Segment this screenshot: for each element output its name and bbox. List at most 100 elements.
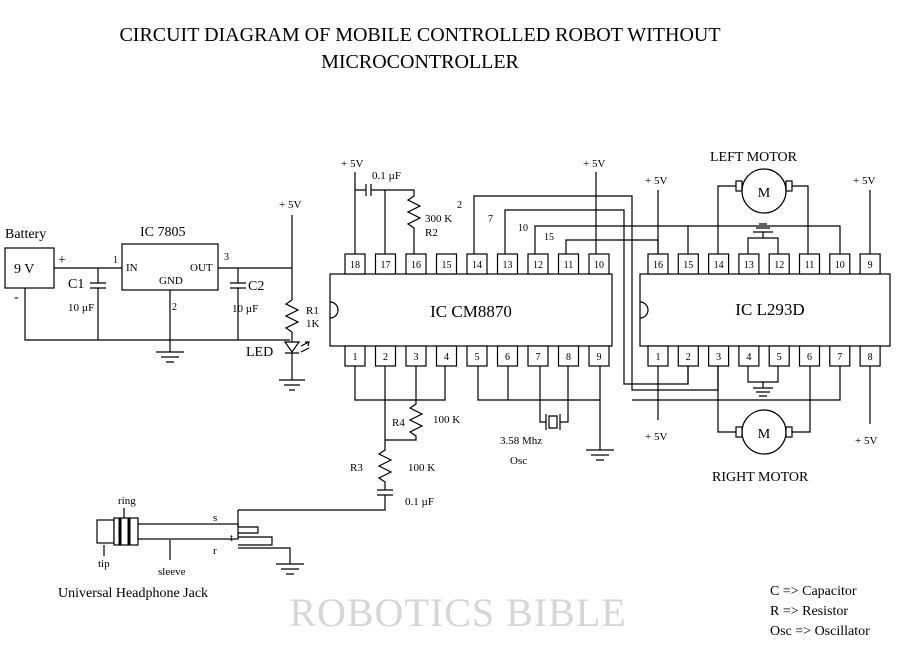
ic-cm8870-notch: [329, 301, 339, 319]
left-motor-symbol: M: [758, 186, 771, 201]
right-motor-terminal-b: [785, 426, 793, 438]
diagram-title-line1: CIRCUIT DIAGRAM OF MOBILE CONTROLLED ROB…: [119, 24, 720, 46]
c1-value: 10 µF: [68, 302, 94, 314]
r4-label: R4: [392, 417, 405, 429]
vcc-label-supply: + 5V: [279, 199, 301, 211]
cm8870-pin-5: [466, 345, 488, 367]
wire-input-bus: [354, 366, 446, 401]
crystal-osc: [545, 414, 561, 430]
l293d-pin-label-1: 1: [656, 352, 661, 363]
l293d-pin-11: [798, 253, 821, 275]
l293d-pin-label-13: 13: [744, 260, 754, 271]
l293d-pin-label-6: 6: [807, 352, 812, 363]
jack-t-contact: [238, 536, 273, 546]
ic-cm8870: [329, 273, 613, 347]
l293d-pin-label-2: 2: [686, 352, 691, 363]
cm8870-pin-label-17: 17: [381, 260, 391, 271]
power-supply: Battery 9 V + - IC 7805 IN OUT GND 1 2 3…: [4, 199, 320, 391]
l293d-pin-label-14: 14: [714, 260, 724, 271]
l293d-pin-label-9: 9: [868, 260, 873, 271]
jack-s-contact: [237, 510, 259, 534]
cm8870-pin-label-4: 4: [444, 352, 449, 363]
left-motor-label: LEFT MOTOR: [710, 150, 798, 165]
cm8870-pin-14: [466, 253, 488, 275]
vcc-label-mid: + 5V: [583, 158, 605, 170]
l293d-pin-label-8: 8: [868, 352, 873, 363]
cm8870-pin-label-1: 1: [353, 352, 358, 363]
c2-value: 10 µF: [232, 303, 258, 315]
l293d-pin-label-10: 10: [835, 260, 845, 271]
regulator-pin-out: 3: [224, 252, 229, 263]
c3-value: 0.1 µF: [372, 170, 401, 182]
resistor-r4: [385, 400, 424, 441]
left-motor: [741, 168, 787, 214]
cm8870-pin-label-14: 14: [472, 260, 482, 271]
l293d-pin-label-16: 16: [653, 260, 663, 271]
left-motor-terminal-a: [735, 180, 743, 192]
diagram-title-line2: MICROCONTROLLER: [321, 51, 519, 73]
cm8870-pin-label-2: 2: [383, 352, 388, 363]
l293d-pin-label-5: 5: [777, 352, 782, 363]
cm8870-pin-11: [557, 253, 580, 275]
cm8870-pin-9: [588, 345, 610, 367]
l293d-pin-label-3: 3: [716, 352, 721, 363]
led-symbol: [283, 332, 301, 380]
regulator-gnd-label: GND: [159, 275, 183, 287]
ic-l293d-notch: [639, 301, 649, 319]
cm8870-pin-15: [435, 253, 458, 275]
legend: C => Capacitor R => Resistor Osc => Osci…: [770, 584, 870, 639]
right-motor: [741, 409, 787, 455]
wire-pin10: [688, 225, 841, 254]
l293d-pin-4: [738, 345, 760, 367]
regulator-pin-gnd: 2: [172, 302, 177, 313]
jack-sleeve-body: [137, 523, 239, 540]
resistor-r3-and-cap: [238, 400, 393, 511]
crystal-value: 3.58 Mhz: [500, 435, 542, 447]
battery-minus: -: [14, 290, 19, 305]
l293d-pin-15: [677, 253, 699, 275]
vcc-label-driver-top: + 5V: [645, 175, 667, 187]
cm8870-pin-label-7: 7: [536, 352, 541, 363]
cm8870-pin-label-16: 16: [411, 260, 421, 271]
r3-label: R3: [350, 462, 363, 474]
regulator-name: IC 7805: [140, 225, 186, 240]
l293d-pin-5: [768, 345, 790, 367]
cm8870-pin-label-11: 11: [564, 260, 574, 271]
wire-ground-bus: [24, 288, 290, 341]
wire-label-10: 10: [518, 223, 528, 234]
cm8870-pin-label-6: 6: [505, 352, 510, 363]
wire-q1-to-pin15: [565, 239, 659, 254]
cm8870-pin-4: [435, 345, 458, 367]
wire-pin7-return: [632, 366, 841, 401]
jack-ring-body: [113, 517, 139, 546]
regulator-pin-in: 1: [113, 255, 118, 266]
capacitor-c3: [354, 172, 386, 254]
right-motor-symbol: M: [758, 427, 771, 442]
cm8870-pin-label-3: 3: [414, 352, 419, 363]
ground-symbol-decoder: [586, 366, 614, 461]
capacitor-c1: [90, 268, 106, 340]
ic-cm8870-name: IC CM8870: [430, 302, 512, 321]
r4-value: 100 K: [433, 414, 460, 426]
battery-plus: +: [58, 253, 66, 268]
resistor-r2: [385, 189, 422, 254]
led-emission-arrows: [300, 341, 310, 353]
cm8870-pin-label-10: 10: [594, 260, 604, 271]
legend-oscillator: Osc => Oscillator: [770, 624, 870, 639]
cm8870-pin-label-12: 12: [533, 260, 543, 271]
c-in-value: 0.1 µF: [405, 496, 434, 508]
ground-driver-bottom: [747, 366, 779, 397]
wire-left-motor: [717, 185, 809, 254]
c1-label: C1: [68, 277, 84, 292]
resistor-r1: [284, 299, 300, 333]
capacitor-c2: [230, 268, 246, 340]
ic-l293d: [639, 273, 891, 347]
wire-right-motor: [717, 366, 811, 433]
vcc-label-driver-pin1: + 5V: [645, 431, 667, 443]
wire-label-15: 15: [544, 232, 554, 243]
